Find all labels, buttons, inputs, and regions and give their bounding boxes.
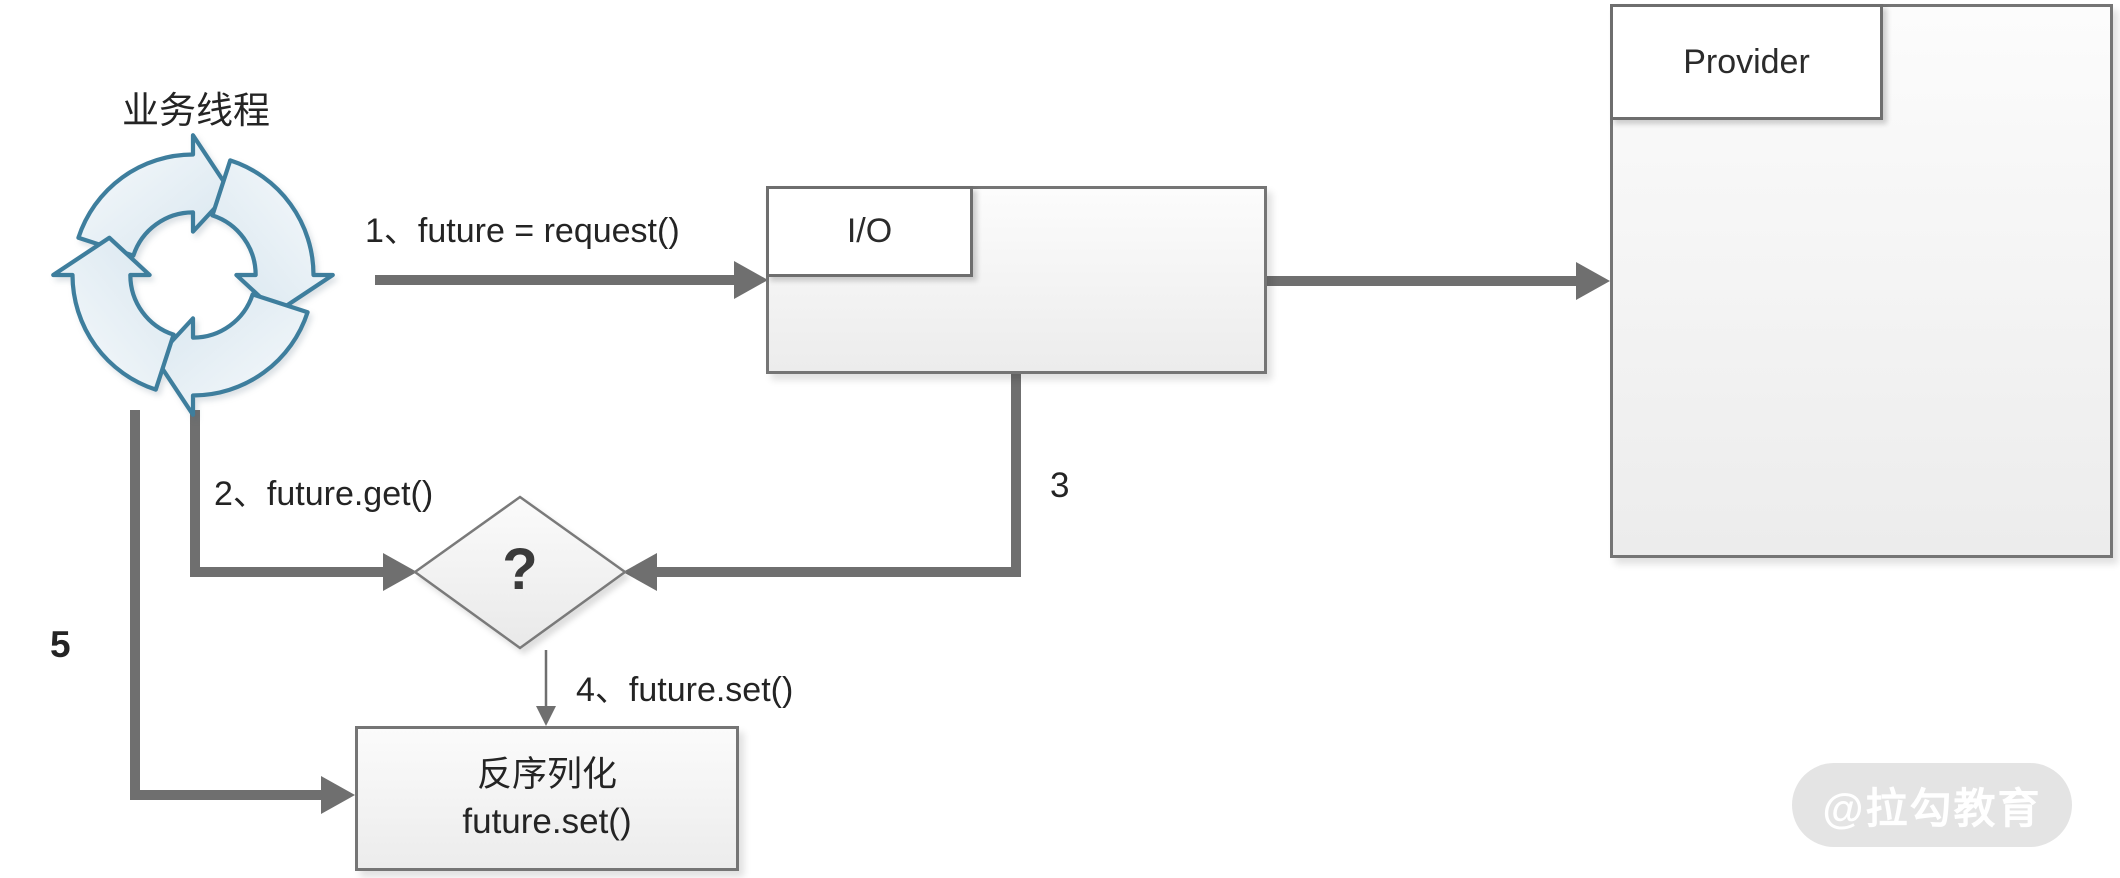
deserialize-node-box: 反序列化 future.set() xyxy=(355,726,739,871)
step3-label: 3 xyxy=(1050,466,1070,505)
decision-question-mark: ? xyxy=(502,537,538,602)
arrow-step3 xyxy=(623,374,1021,591)
step5-label: 5 xyxy=(50,624,71,665)
decision-diamond xyxy=(412,495,628,650)
arrow-step2-get xyxy=(190,410,417,591)
arrow-step5 xyxy=(130,410,355,814)
step2-label: 2、future.get() xyxy=(214,475,434,513)
deserialize-line2: future.set() xyxy=(462,801,632,841)
watermark-badge: @拉勾教育 xyxy=(1792,763,2072,847)
step1-label: 1、future = request() xyxy=(365,212,680,250)
watermark-text: @拉勾教育 xyxy=(1822,784,2042,832)
arrow-step1-request xyxy=(375,261,768,299)
arrow-step4-set xyxy=(536,650,556,726)
arrow-io-to-provider xyxy=(1267,262,1610,300)
io-node-label: I/O xyxy=(846,212,893,250)
business-thread-label: 业务线程 xyxy=(122,90,270,131)
provider-node-tab: Provider xyxy=(1610,4,1883,120)
business-thread-cycle-icon xyxy=(40,133,346,422)
provider-node-label: Provider xyxy=(1683,42,1810,81)
step4-label: 4、future.set() xyxy=(576,671,794,709)
io-node-tab: I/O xyxy=(766,186,973,277)
io-node-box xyxy=(766,186,1267,374)
deserialize-line1: 反序列化 xyxy=(476,755,617,795)
